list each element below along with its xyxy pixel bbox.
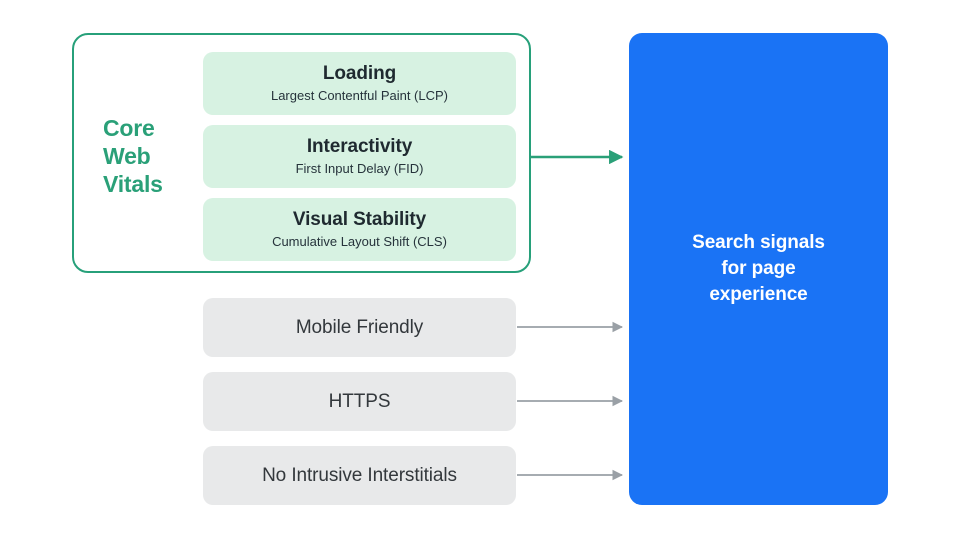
- signal-https[interactable]: HTTPS: [203, 372, 516, 431]
- signal-label: Mobile Friendly: [295, 316, 424, 338]
- core-web-vitals-group: [72, 33, 531, 273]
- search-signals-box[interactable]: Search signals for page experience: [629, 33, 888, 505]
- vital-card-title: Interactivity: [306, 136, 413, 157]
- core-web-vitals-group-label: Core Web Vitals: [103, 115, 163, 197]
- signal-label: HTTPS: [328, 390, 391, 412]
- signal-mobile-friendly[interactable]: Mobile Friendly: [203, 298, 516, 357]
- vital-card-interactivity[interactable]: Interactivity First Input Delay (FID): [203, 125, 516, 188]
- vital-card-subtitle: Cumulative Layout Shift (CLS): [272, 234, 447, 249]
- vital-card-subtitle: First Input Delay (FID): [295, 161, 424, 176]
- vital-card-subtitle: Largest Contentful Paint (LCP): [270, 88, 449, 103]
- signal-label: No Intrusive Interstitials: [262, 464, 457, 486]
- vital-card-title: Loading: [322, 63, 397, 84]
- search-signals-label: Search signals for page experience: [692, 232, 825, 305]
- signal-no-intrusive-interstitials[interactable]: No Intrusive Interstitials: [203, 446, 516, 505]
- vital-card-title: Visual Stability: [292, 209, 427, 230]
- vital-card-visual-stability[interactable]: Visual Stability Cumulative Layout Shift…: [203, 198, 516, 261]
- vital-card-loading[interactable]: Loading Largest Contentful Paint (LCP): [203, 52, 516, 115]
